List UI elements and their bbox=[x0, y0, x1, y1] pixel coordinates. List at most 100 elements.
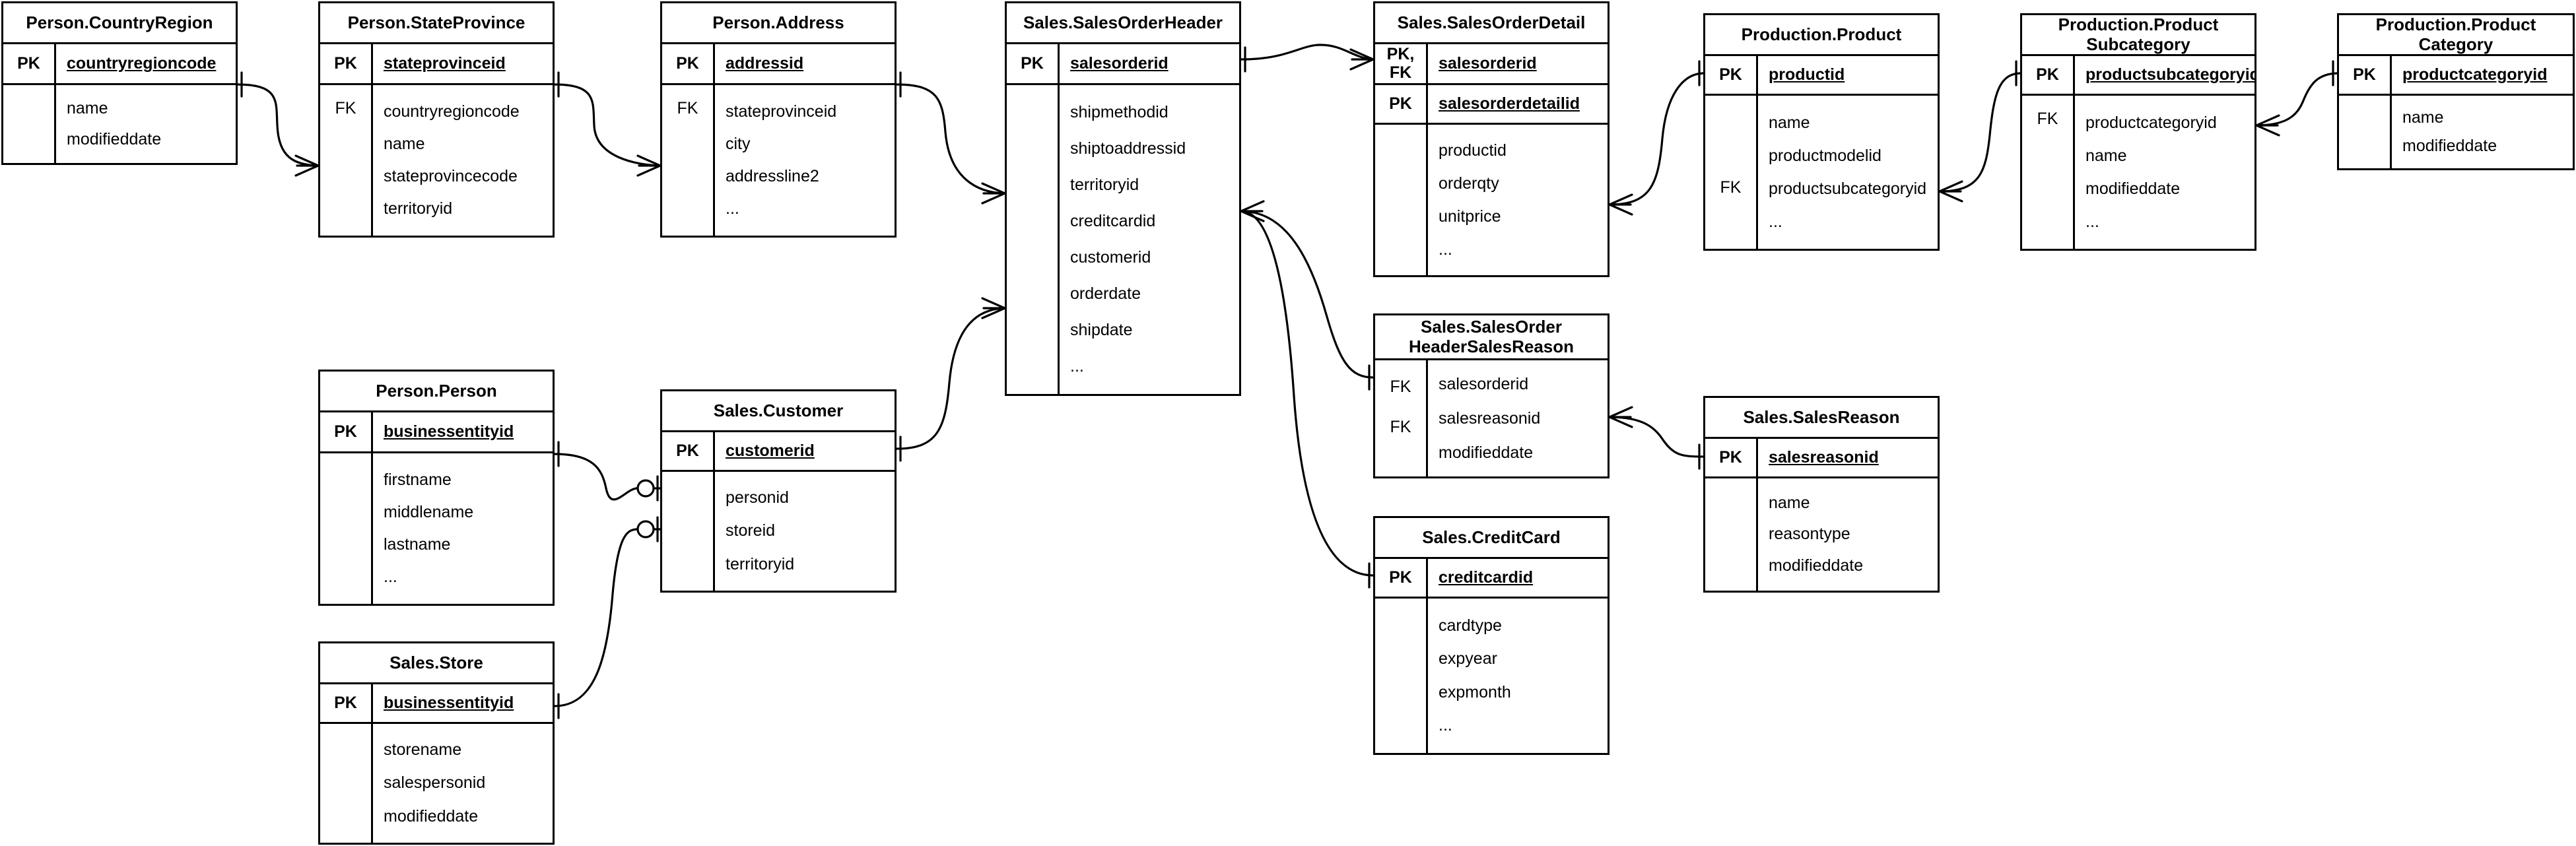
entity-key-row: PK salesorderdetailid bbox=[1375, 85, 1608, 125]
entity-attribute-block: name modifieddate bbox=[3, 85, 236, 163]
key-label: PK bbox=[320, 412, 373, 451]
attribute-name: territoryid bbox=[726, 555, 795, 574]
entity-key-row: PK productsubcategoryid bbox=[2022, 56, 2254, 96]
attribute-name: modifieddate bbox=[67, 130, 162, 148]
attribute-name: expyear bbox=[1439, 649, 1497, 668]
attribute-name: storename bbox=[384, 740, 462, 759]
attribute-name: addressid bbox=[726, 54, 804, 73]
attribute-name: modifieddate bbox=[2085, 179, 2181, 198]
entity-person-countryregion[interactable]: Person.CountryRegion PK countryregioncod… bbox=[1, 1, 238, 165]
entity-production-product[interactable]: Production.Product PK productid FK name … bbox=[1703, 13, 1940, 251]
entity-sales-salesorderdetail[interactable]: Sales.SalesOrderDetail PK, FK salesorder… bbox=[1373, 1, 1610, 277]
key-label: PK bbox=[662, 432, 715, 470]
key-label: PK bbox=[662, 44, 715, 83]
attribute-name: name bbox=[384, 135, 425, 153]
attribute-name: modifieddate bbox=[1769, 556, 1864, 575]
attribute-name: salesorderid bbox=[1070, 54, 1169, 73]
entity-key-row: PK productid bbox=[1705, 56, 1938, 96]
entity-title: Production.Product bbox=[1705, 15, 1938, 56]
key-label bbox=[1705, 478, 1758, 591]
entity-attribute-block: shipmethodid shiptoaddressid territoryid… bbox=[1007, 85, 1239, 394]
entity-sales-salesreason[interactable]: Sales.SalesReason PK salesreasonid name … bbox=[1703, 396, 1940, 593]
entity-title: Person.StateProvince bbox=[320, 3, 553, 44]
entity-attribute-block: productid orderqty unitprice ... bbox=[1375, 125, 1608, 275]
entity-title: Person.CountryRegion bbox=[3, 3, 236, 44]
entity-key-row: PK businessentityid bbox=[320, 412, 553, 453]
entity-key-row: PK productcategoryid bbox=[2339, 56, 2573, 96]
entity-title: Sales.SalesOrder HeaderSalesReason bbox=[1375, 315, 1608, 360]
entity-key-row: PK stateprovinceid bbox=[320, 44, 553, 85]
entity-sales-creditcard[interactable]: Sales.CreditCard PK creditcardid cardtyp… bbox=[1373, 516, 1610, 755]
entity-title: Sales.CreditCard bbox=[1375, 518, 1608, 559]
entity-title: Sales.SalesOrderHeader bbox=[1007, 3, 1239, 44]
attribute-name: ... bbox=[2085, 212, 2099, 231]
entity-key-row: PK countryregioncode bbox=[3, 44, 236, 85]
key-label bbox=[1375, 599, 1428, 753]
attribute-name: creditcardid bbox=[1070, 212, 1156, 230]
attribute-name: salesreasonid bbox=[1439, 408, 1541, 428]
attribute-name: cardtype bbox=[1439, 616, 1502, 635]
key-label: PK bbox=[320, 684, 373, 722]
entity-attribute-block: FK FK salesorderid salesreasonid modifie… bbox=[1375, 360, 1608, 476]
entity-production-productsubcategory[interactable]: Production.Product Subcategory PK produc… bbox=[2020, 13, 2256, 251]
connector-countryregion-stateprovince bbox=[236, 71, 320, 177]
attribute-name: productsubcategoryid bbox=[2085, 65, 2254, 84]
entity-attribute-block: cardtype expyear expmonth ... bbox=[1375, 599, 1608, 753]
connector-stateprovince-address bbox=[553, 71, 661, 177]
key-label: PK bbox=[1375, 85, 1428, 123]
key-label bbox=[1375, 125, 1428, 275]
attribute-name: salesreasonid bbox=[1769, 448, 1879, 467]
attribute-name: salesorderid bbox=[1439, 54, 1537, 73]
entity-sales-store[interactable]: Sales.Store PK businessentityid storenam… bbox=[318, 641, 555, 845]
entity-key-row: PK salesreasonid bbox=[1705, 439, 1938, 478]
attribute-name: shipmethodid bbox=[1070, 103, 1169, 121]
attribute-name: stateprovincecode bbox=[384, 167, 518, 185]
attribute-name: stateprovinceid bbox=[726, 102, 837, 121]
attribute-name: businessentityid bbox=[384, 694, 514, 712]
attribute-name: productid bbox=[1439, 141, 1507, 160]
entity-key-row: PK salesorderid bbox=[1007, 44, 1239, 85]
entity-key-row: PK addressid bbox=[662, 44, 895, 85]
connector-productsubcategory-productcategory bbox=[2255, 60, 2338, 137]
attribute-name: ... bbox=[726, 199, 739, 218]
attribute-name: ... bbox=[1769, 212, 1782, 231]
attribute-name: orderdate bbox=[1070, 284, 1141, 303]
entity-production-productcategory[interactable]: Production.Product Category PK productca… bbox=[2337, 13, 2575, 170]
attribute-name: modifieddate bbox=[384, 807, 479, 826]
attribute-name: territoryid bbox=[1070, 176, 1139, 194]
entity-title: Sales.SalesReason bbox=[1705, 398, 1938, 439]
attribute-name: orderqty bbox=[1439, 174, 1499, 193]
entity-sales-salesorderheadersalesreason[interactable]: Sales.SalesOrder HeaderSalesReason FK FK… bbox=[1373, 313, 1610, 478]
entity-person-address[interactable]: Person.Address PK addressid FK stateprov… bbox=[660, 1, 897, 238]
connector-salesorderdetail-product bbox=[1608, 60, 1705, 216]
attribute-name: creditcardid bbox=[1439, 568, 1534, 587]
attribute-name: lastname bbox=[384, 535, 451, 554]
attribute-name: middlename bbox=[384, 503, 474, 521]
attribute-name: addressline2 bbox=[726, 167, 819, 185]
attribute-name: ... bbox=[1070, 357, 1084, 375]
entity-attribute-block: firstname middlename lastname ... bbox=[320, 453, 553, 604]
attribute-name: reasontype bbox=[1769, 525, 1850, 544]
key-label: PK bbox=[320, 44, 373, 83]
entity-person-person[interactable]: Person.Person PK businessentityid firstn… bbox=[318, 370, 555, 606]
attribute-name: salespersonid bbox=[384, 773, 486, 793]
entity-sales-salesorderheader[interactable]: Sales.SalesOrderHeader PK salesorderid s… bbox=[1005, 1, 1241, 396]
attribute-name: salesorderid bbox=[1439, 374, 1529, 393]
key-label bbox=[320, 724, 373, 843]
entity-sales-customer[interactable]: Sales.Customer PK customerid personid st… bbox=[660, 389, 897, 593]
entity-attribute-block: FK countryregioncode name stateprovincec… bbox=[320, 85, 553, 236]
entity-attribute-block: FK stateprovinceid city addressline2 ... bbox=[662, 85, 895, 236]
attribute-name: name bbox=[1769, 494, 1810, 513]
attribute-name: ... bbox=[1439, 716, 1452, 735]
attribute-name: productsubcategoryid bbox=[1769, 179, 1927, 198]
entity-key-row: PK customerid bbox=[662, 432, 895, 472]
entity-key-row: PK businessentityid bbox=[320, 684, 553, 724]
entity-attribute-block: FK name productmodelid productsubcategor… bbox=[1705, 96, 1938, 249]
attribute-name: name bbox=[67, 99, 108, 117]
connector-salesorderheader-salesorderdetail bbox=[1240, 44, 1374, 73]
connector-customer-salesorderheader bbox=[895, 297, 1006, 462]
connector-store-customer bbox=[553, 516, 661, 719]
attribute-name: productmodelid bbox=[1769, 146, 1881, 165]
entity-person-stateprovince[interactable]: Person.StateProvince PK stateprovinceid … bbox=[318, 1, 555, 238]
